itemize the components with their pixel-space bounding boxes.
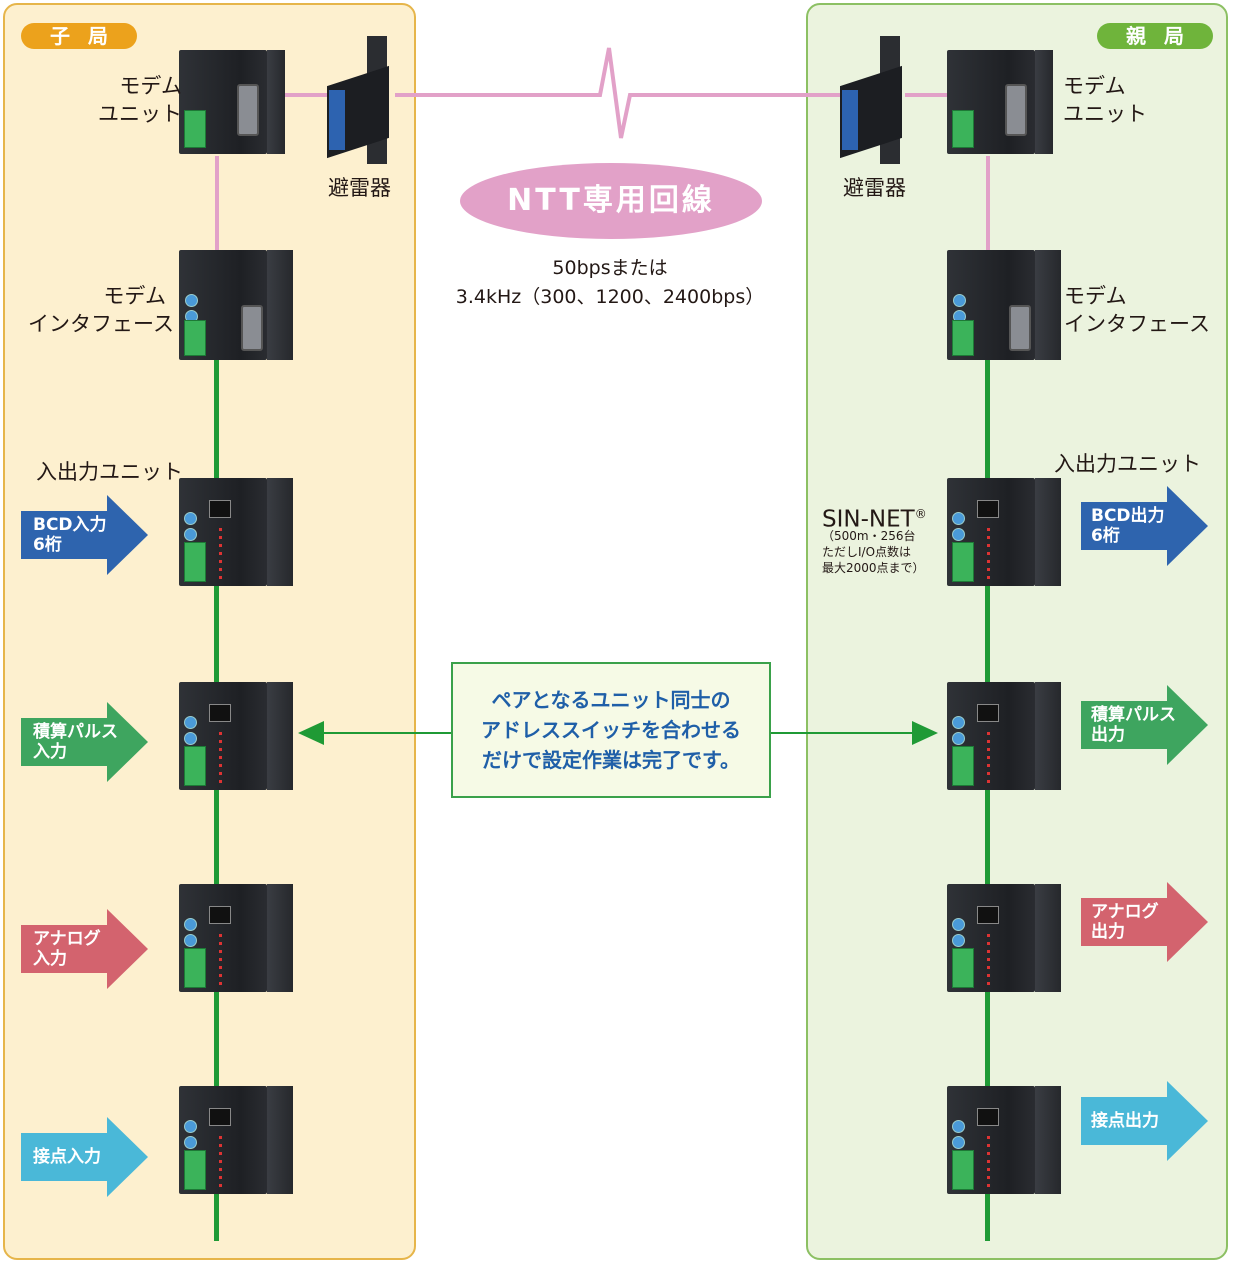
note-line-3: だけで設定作業は完了です。 [482, 748, 740, 772]
modem-unit-left [179, 50, 285, 154]
child-station-panel [3, 3, 416, 1260]
child-station-badge: 子局 [21, 23, 137, 49]
sin-net-label: SIN-NET® [822, 500, 927, 534]
modem-to-surge-wire-right [905, 93, 950, 97]
bcd-input-arrow-shape [21, 495, 148, 575]
pulse-input-arrow: 積算パルス入力 [21, 702, 149, 782]
contact-output-arrow-shape [1081, 1081, 1208, 1161]
contact-output-label: 接点出力 [1091, 1111, 1159, 1131]
contact-input-label: 接点入力 [33, 1147, 101, 1167]
note-pointer-left [298, 721, 453, 745]
parent-station-badge: 親局 [1097, 23, 1213, 49]
io-unit-left-4 [179, 1086, 293, 1194]
surge-protector-label-right: 避雷器 [843, 176, 906, 200]
contact-output-arrow: 接点出力 [1081, 1081, 1209, 1161]
ntt-leased-line [395, 47, 845, 139]
modem-interface-left [179, 250, 293, 360]
note-pointer-right [770, 721, 938, 745]
analog-input-label-2: 入力 [33, 949, 67, 969]
analog-output-arrow: アナログ出力 [1081, 882, 1209, 962]
analog-output-arrow-shape [1081, 882, 1208, 962]
registered-mark: ® [914, 507, 927, 521]
io-unit-left-2 [179, 682, 293, 790]
surge-protector-left [327, 36, 397, 164]
io-unit-label-left: 入出力ユニット [36, 460, 183, 484]
io-unit-right-3 [947, 884, 1061, 992]
bcd-input-label-2: 6桁 [33, 535, 62, 555]
bcd-output-label-1: BCD出力 [1091, 506, 1165, 526]
pulse-output-arrow: 積算パルス出力 [1081, 685, 1209, 765]
modem-unit-right [947, 50, 1053, 154]
analog-input-arrow: アナログ入力 [21, 909, 149, 989]
io-unit-label-right: 入出力ユニット [1054, 452, 1201, 476]
surge-protector-label-left: 避雷器 [328, 176, 391, 200]
modem-interface-right [947, 250, 1061, 360]
pulse-input-label-1: 積算パルス [33, 722, 118, 742]
bcd-input-label-1: BCD入力 [33, 515, 107, 535]
note-line-1: ペアとなるユニット同士の [491, 688, 731, 712]
modem-unit-label-right: モデムユニット [1063, 74, 1147, 126]
io-unit-left-1 [179, 478, 293, 586]
parent-station-panel [806, 3, 1228, 1260]
modem-to-interface-wire-left [215, 156, 219, 252]
io-unit-right-4 [947, 1086, 1061, 1194]
analog-output-label-2: 出力 [1091, 922, 1125, 942]
bcd-output-label-2: 6桁 [1091, 526, 1120, 546]
modem-to-interface-wire-right [986, 156, 990, 252]
bcd-output-arrow-shape [1081, 486, 1208, 566]
modem-interface-label-left: モデムインタフェース [28, 284, 174, 336]
analog-output-label-1: アナログ [1091, 902, 1159, 922]
sin-net-note: （500m・256台ただしI/O点数は最大2000点まで） [822, 529, 925, 575]
note-line-2: アドレススイッチを合わせる [481, 718, 741, 742]
pulse-output-arrow-shape [1081, 685, 1208, 765]
modem-to-surge-wire-left [284, 93, 329, 97]
contact-input-arrow: 接点入力 [21, 1117, 149, 1197]
pulse-input-label-2: 入力 [33, 742, 67, 762]
surge-protector-right [840, 36, 910, 164]
io-unit-right-2 [947, 682, 1061, 790]
modem-interface-label-right: モデムインタフェース [1064, 284, 1210, 336]
analog-input-label-1: アナログ [33, 929, 101, 949]
pulse-input-arrow-shape [21, 702, 148, 782]
sin-net-bus-right [985, 357, 990, 1241]
analog-input-arrow-shape [21, 909, 148, 989]
io-unit-right-1 [947, 478, 1061, 586]
io-unit-left-3 [179, 884, 293, 992]
pulse-output-label-2: 出力 [1091, 725, 1125, 745]
sin-net-bus-left [214, 357, 219, 1241]
ntt-leased-line-label: NTT専用回線 [459, 162, 763, 240]
pulse-output-label-1: 積算パルス [1091, 705, 1176, 725]
address-switch-note: ペアとなるユニット同士の アドレススイッチを合わせる だけで設定作業は完了です。 [451, 662, 771, 798]
modem-unit-label-left: モデムユニット [98, 74, 182, 126]
contact-input-arrow-shape [21, 1117, 148, 1197]
sin-net-title: SIN-NET [822, 506, 915, 533]
